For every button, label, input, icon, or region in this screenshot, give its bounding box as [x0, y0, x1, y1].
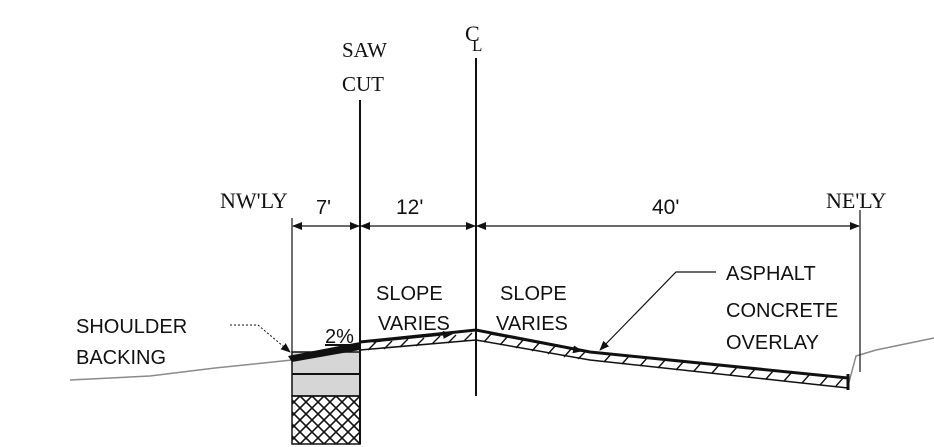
asphalt-overlay [359, 328, 850, 390]
existing-ground [69, 337, 934, 387]
slope-right-line2: VARIES [496, 313, 568, 335]
dim-7-label: 7' [316, 197, 331, 219]
ground-line-right [847, 337, 934, 387]
shoulder-section [288, 342, 361, 445]
saw-cut-label-line2: CUT [342, 72, 384, 96]
percent-label: 2% [325, 326, 354, 348]
asphalt-label-line3: OVERLAY [726, 332, 819, 354]
nwly-label: NW'LY [220, 188, 288, 213]
nely-label: NE'LY [826, 188, 887, 213]
asphalt-leader [599, 271, 716, 351]
shoulder-label-line1: SHOULDER [76, 316, 187, 338]
slope-right-line1: SLOPE [500, 283, 567, 305]
shoulder-2pct-slope [288, 342, 360, 362]
dim-12-label: 12' [396, 196, 423, 219]
slope-left-arrow [372, 330, 453, 343]
slope-left-line2: VARIES [378, 313, 450, 335]
saw-cut-label-line1: SAW [342, 38, 387, 62]
slope-left-line1: SLOPE [376, 283, 443, 305]
dimension-line [291, 210, 861, 372]
labels: SAW CUT C L NW'LY NE'LY 7' 12' 40' SLOPE… [76, 21, 887, 369]
slope-right-arrow [489, 333, 583, 354]
asphalt-label-line2: CONCRETE [726, 300, 838, 322]
dim-40-label: 40' [652, 196, 679, 219]
ground-line-left [69, 359, 293, 381]
centerline-symbol-c: C [465, 21, 480, 46]
centerline-symbol-l: L [472, 36, 482, 55]
shoulder-leader [230, 324, 291, 353]
leaders [230, 271, 716, 354]
asphalt-label-line1: ASPHALT [726, 263, 816, 285]
shoulder-label-line2: BACKING [76, 347, 166, 369]
subbase-crosshatch [291, 395, 361, 445]
overlay-hatching [367, 332, 845, 387]
